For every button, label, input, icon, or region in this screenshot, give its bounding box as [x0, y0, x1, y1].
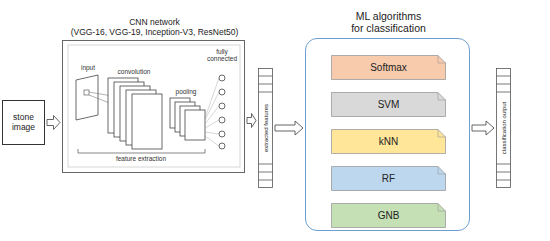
card-outline — [332, 93, 446, 117]
card-outline — [332, 167, 446, 191]
card-fold — [438, 93, 446, 101]
vector-outline — [259, 69, 273, 188]
vector-cell-line — [259, 84, 273, 85]
heading-text: (VGG-16, VGG-19, Inception-V3, ResNet50) — [39, 27, 270, 37]
layer-label: input — [70, 64, 106, 71]
block-arrow — [247, 114, 256, 128]
vector-text: classification output — [501, 102, 507, 154]
node-text: RF — [382, 173, 395, 184]
vector-cell-line — [259, 180, 273, 181]
card-outline — [332, 130, 446, 154]
vector-cell-line — [497, 180, 511, 181]
node-text: Softmax — [370, 62, 407, 73]
vector-cell-line — [497, 164, 511, 165]
layer-label: pooling — [166, 88, 206, 95]
vector-cell-line — [497, 92, 511, 93]
card-fold — [438, 167, 446, 175]
vector-cell-line — [259, 164, 273, 165]
node-heading: ML algorithmsfor classification — [282, 10, 495, 35]
node-heading: CNN network(VGG-16, VGG-19, Inception-V3… — [39, 17, 270, 37]
heading-text: CNN network — [39, 17, 270, 27]
classifier-panel: ML algorithmsfor classificationSoftmaxSV… — [305, 38, 470, 231]
vector-cell-line — [497, 76, 511, 77]
algorithm-card: SVM — [331, 92, 446, 117]
vector-cell-line — [259, 92, 273, 93]
pooling-stack — [170, 98, 205, 140]
heading-text: ML algorithms — [282, 10, 495, 23]
vector-outline — [497, 69, 511, 188]
card-fold — [438, 130, 446, 138]
node-text: stone image — [5, 113, 42, 133]
card-fold — [438, 56, 446, 64]
dense-links — [205, 78, 219, 146]
card-fold — [438, 204, 446, 212]
extraction-bracket — [78, 149, 205, 153]
input-plane — [76, 75, 98, 120]
vector-cell-line — [497, 84, 511, 85]
card-outline — [332, 204, 446, 228]
dense-neurons — [219, 75, 225, 149]
feature-vector: classification output — [496, 68, 511, 188]
block-arrow — [47, 116, 60, 130]
heading-text: for classification — [282, 22, 495, 35]
algorithm-card: Softmax — [331, 55, 446, 80]
card-outline — [332, 56, 446, 80]
illustration-frame — [68, 45, 240, 167]
block-arrow — [472, 121, 494, 135]
node-text: kNN — [379, 136, 398, 147]
node-text: GNB — [378, 210, 400, 221]
layer-label: feature extraction — [95, 155, 187, 162]
vector-cell-line — [497, 172, 511, 173]
algorithm-card: GNB — [331, 203, 446, 228]
vector-text: extracted features — [263, 104, 269, 152]
convolution-stack — [108, 78, 162, 149]
vector-cell-line — [259, 76, 273, 77]
input-box: stone image — [2, 100, 45, 145]
vector-cell-line — [259, 172, 273, 173]
node-text: SVM — [378, 99, 400, 110]
kernel-window — [84, 90, 89, 95]
layer-label: convolution — [106, 68, 162, 75]
algorithm-card: kNN — [331, 129, 446, 154]
feature-vector: extracted features — [258, 68, 273, 188]
algorithm-card: RF — [331, 166, 446, 191]
layer-label: fully connected — [204, 48, 240, 63]
block-arrow — [275, 121, 303, 135]
